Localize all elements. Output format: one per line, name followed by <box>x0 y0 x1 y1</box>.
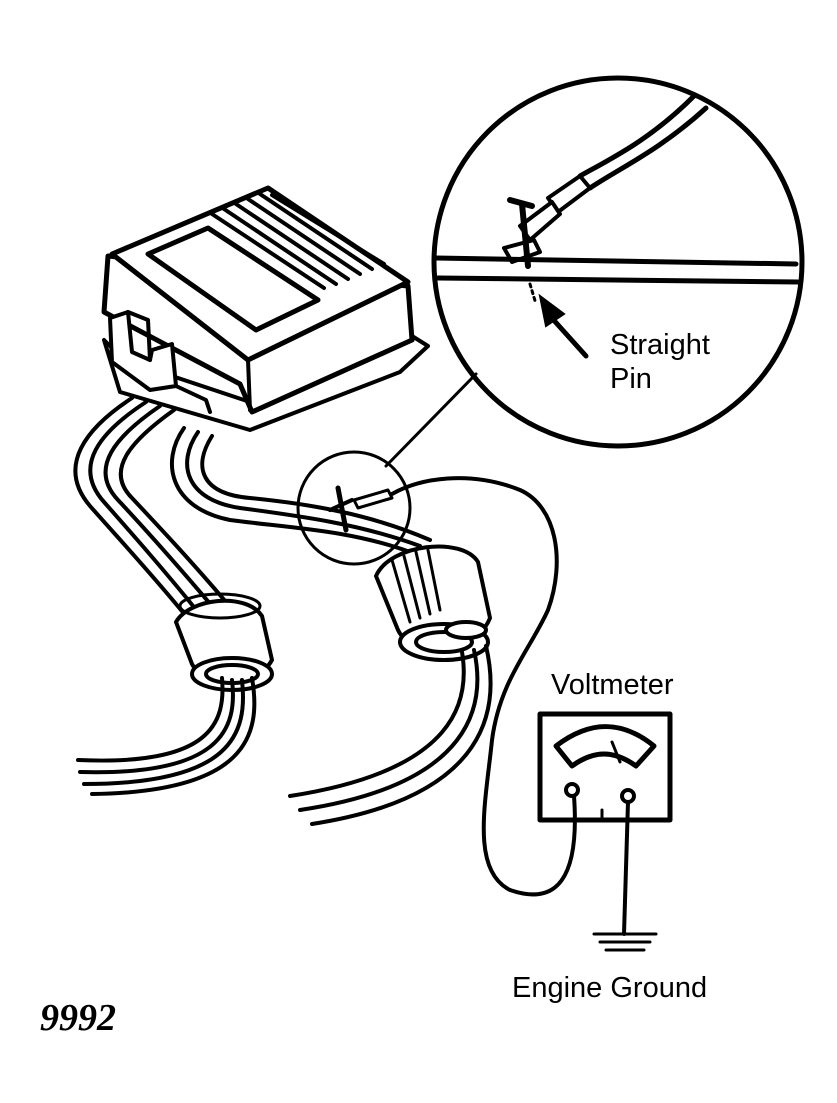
voltmeter-positive-terminal <box>564 782 580 798</box>
probe-lead-wire <box>390 476 577 897</box>
figure-number: 9992 <box>40 997 116 1039</box>
pin-detail-callout <box>296 372 478 566</box>
right-wire-harness <box>169 426 432 554</box>
left-connector <box>174 592 274 692</box>
left-wire-leads <box>76 676 257 796</box>
right-wire-leads <box>288 644 493 826</box>
left-wire-harness <box>73 396 228 618</box>
ground-symbol-icon <box>592 932 658 952</box>
voltmeter <box>537 711 673 823</box>
ground-lead-wire <box>622 800 630 936</box>
module-ribs <box>210 192 386 290</box>
right-connector <box>374 544 492 662</box>
straight-pin-label-line1: Straight <box>610 329 710 361</box>
straight-pin-label-line2: Pin <box>610 363 652 395</box>
magnified-pin-view <box>431 75 805 449</box>
engine-ground-label: Engine Ground <box>512 972 707 1004</box>
voltmeter-label: Voltmeter <box>551 669 674 701</box>
control-module <box>101 185 430 432</box>
